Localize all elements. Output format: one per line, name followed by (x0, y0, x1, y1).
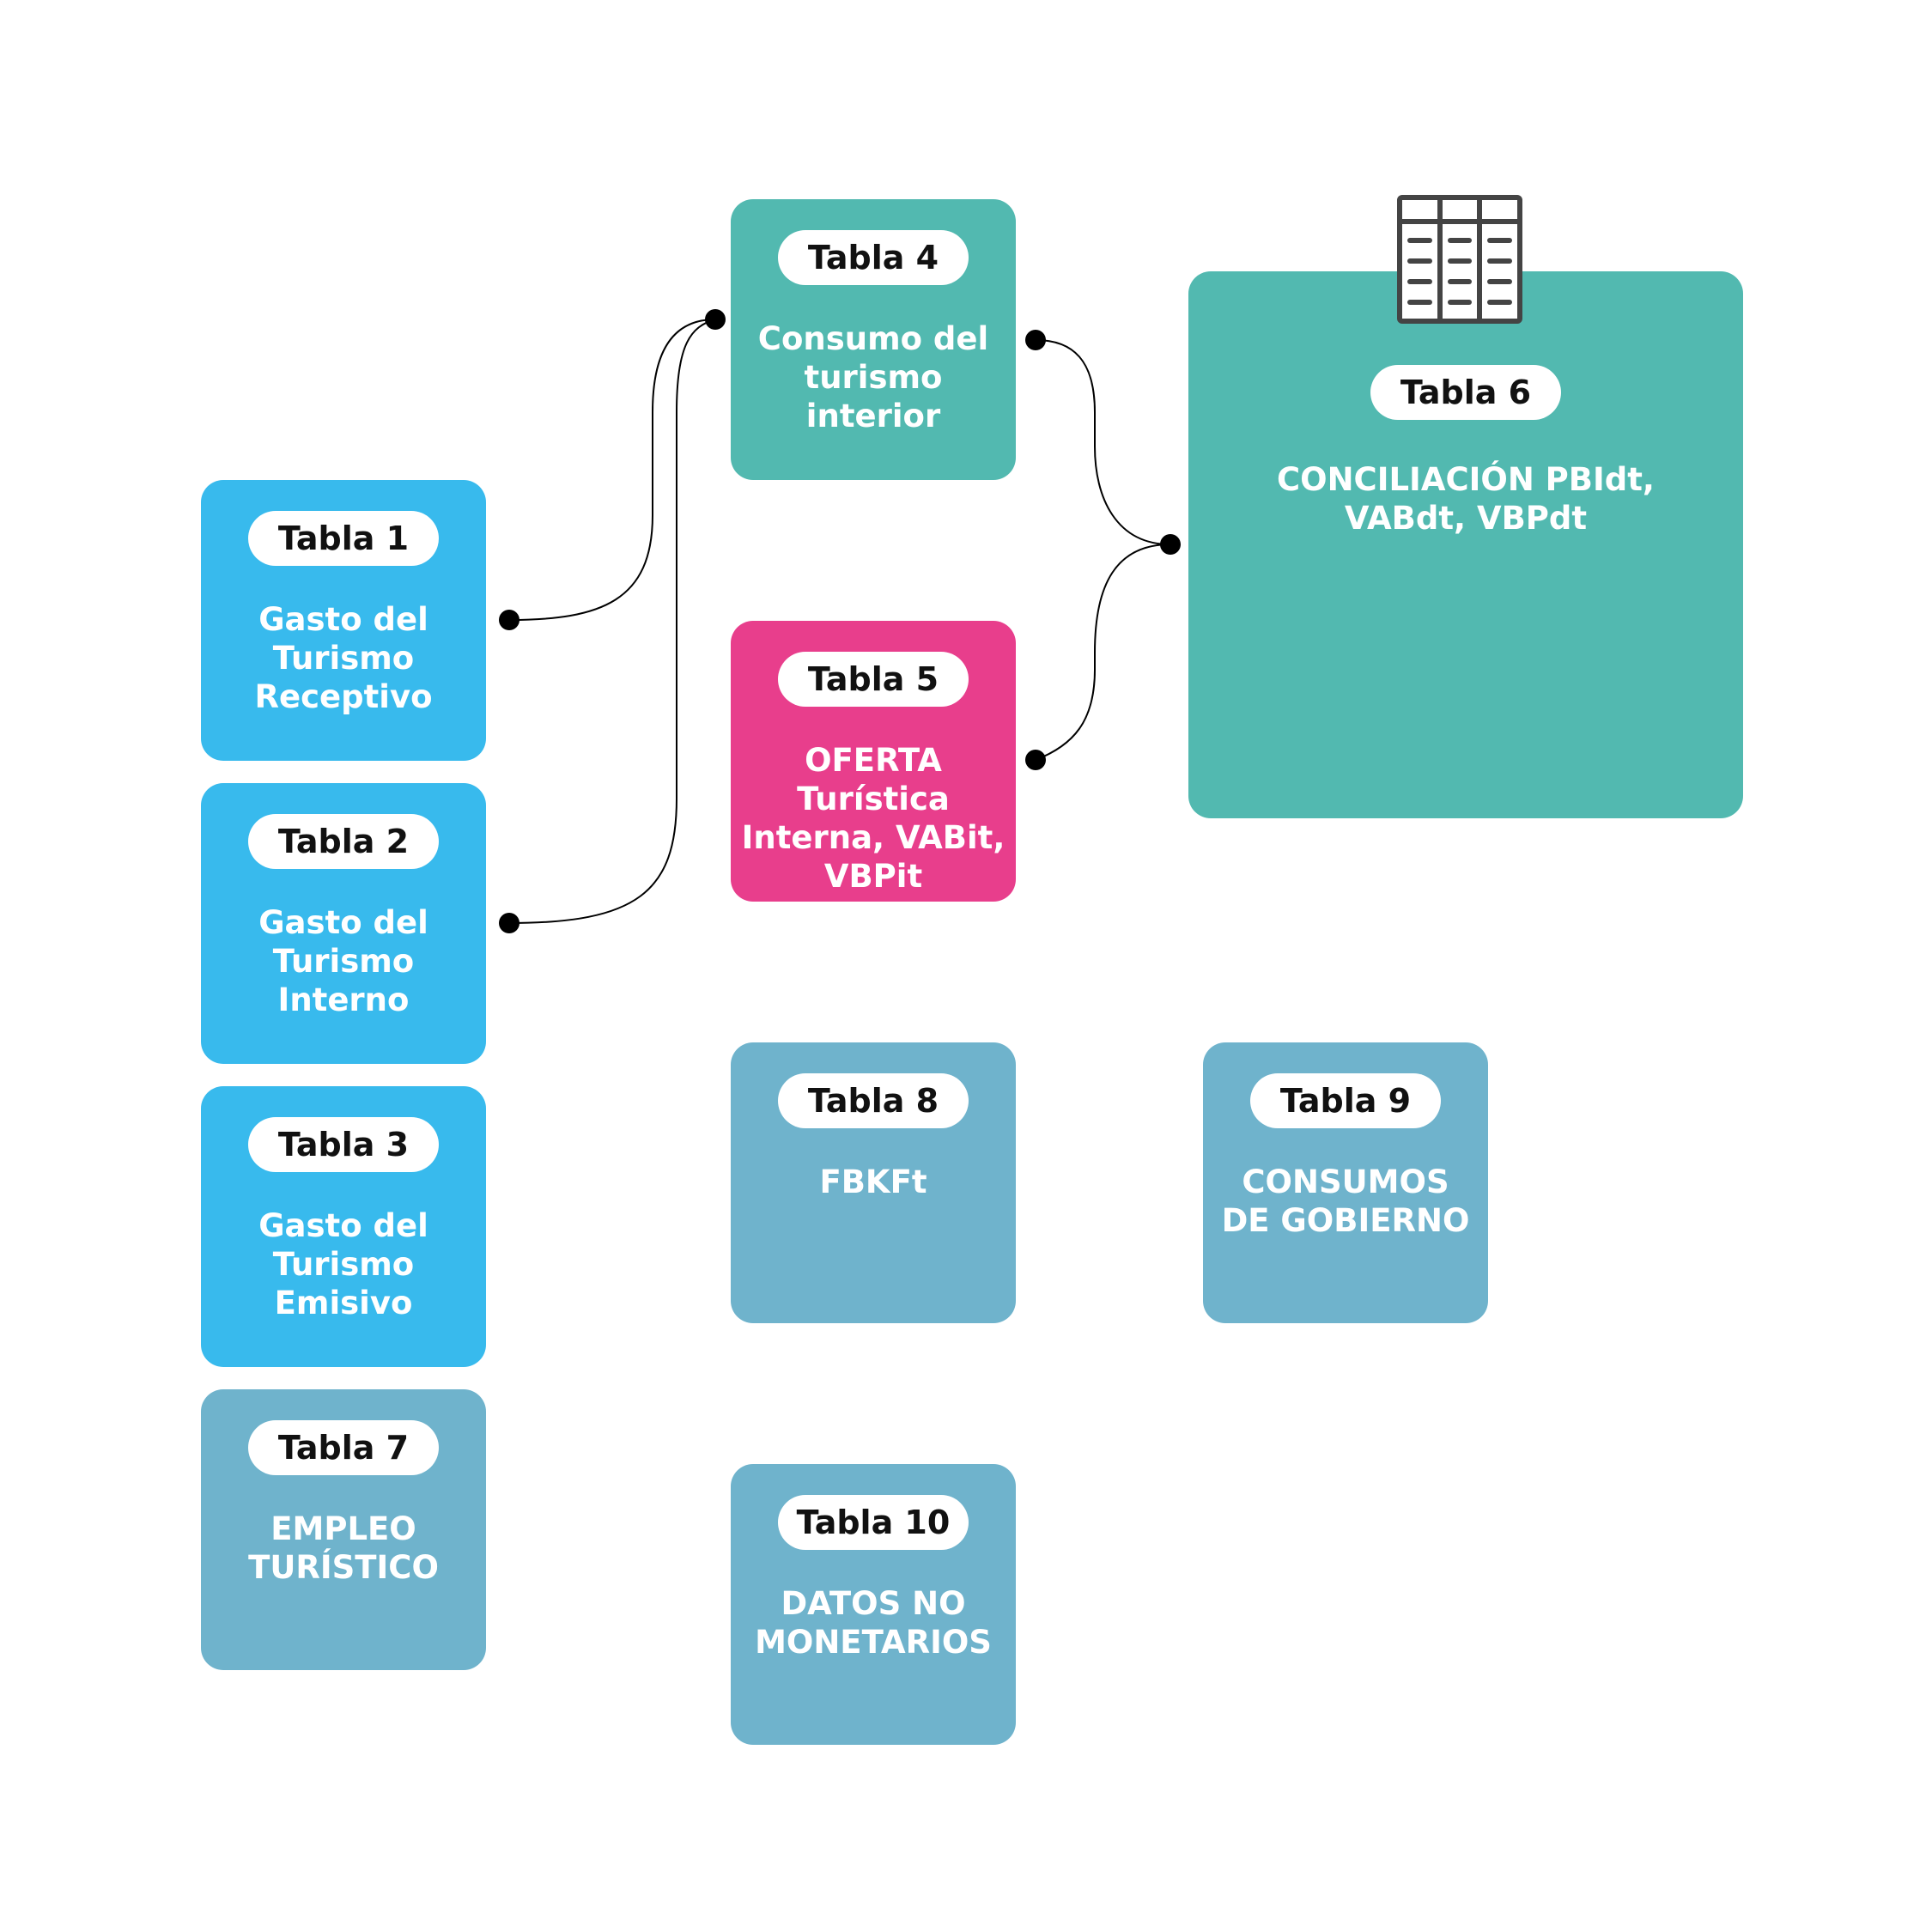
tabla-4-pill: Tabla 4 (778, 230, 969, 285)
tabla-2-box: Tabla 2 Gasto del Turismo Interno (201, 783, 486, 1064)
tabla-1-pill: Tabla 1 (248, 511, 439, 566)
tabla-7-label: EMPLEO TURÍSTICO (248, 1510, 439, 1586)
tabla-6-label: CONCILIACIÓN PBIdt, VABdt, VBPdt (1276, 461, 1655, 537)
tabla-8-box: Tabla 8 FBKFt (731, 1042, 1016, 1323)
tabla-5-box: Tabla 5 OFERTA Turística Interna, VABit,… (731, 621, 1016, 902)
connector-tabla2-tabla4 (508, 319, 716, 924)
table-grid-icon (1397, 195, 1522, 324)
tabla-10-pill: Tabla 10 (778, 1495, 969, 1550)
tabla-7-pill: Tabla 7 (248, 1420, 439, 1475)
tabla-5-pill: Tabla 5 (778, 652, 969, 707)
connector-tabla5-tabla6 (1035, 544, 1171, 761)
tabla-1-label: Gasto del Turismo Receptivo (254, 601, 433, 715)
tabla-6-pill: Tabla 6 (1370, 365, 1561, 420)
tabla-3-box: Tabla 3 Gasto del Turismo Emisivo (201, 1086, 486, 1367)
tabla-10-box: Tabla 10 DATOS NO MONETARIOS (731, 1464, 1016, 1745)
connector-dot (1160, 534, 1181, 555)
tabla-3-pill: Tabla 3 (248, 1117, 439, 1172)
connector-tabla4-tabla6 (1035, 339, 1171, 545)
tabla-3-label: Gasto del Turismo Emisivo (258, 1207, 428, 1321)
connector-dot (1025, 330, 1046, 350)
connector-dot (499, 913, 519, 933)
tabla-2-pill: Tabla 2 (248, 814, 439, 869)
tabla-9-label: CONSUMOS DE GOBIERNO (1221, 1163, 1470, 1239)
connector-tabla1-tabla4 (508, 319, 716, 621)
tabla-7-box: Tabla 7 EMPLEO TURÍSTICO (201, 1389, 486, 1670)
tabla-1-box: Tabla 1 Gasto del Turismo Receptivo (201, 480, 486, 761)
tabla-8-label: FBKFt (819, 1163, 927, 1200)
tabla-9-box: Tabla 9 CONSUMOS DE GOBIERNO (1203, 1042, 1488, 1323)
tabla-5-label: OFERTA Turística Interna, VABit, VBPit (741, 742, 1005, 895)
tabla-9-pill: Tabla 9 (1250, 1073, 1441, 1128)
tabla-4-label: Consumo del turismo interior (757, 320, 989, 434)
tabla-10-label: DATOS NO MONETARIOS (755, 1585, 992, 1661)
tabla-2-label: Gasto del Turismo Interno (258, 904, 428, 1018)
tabla-8-pill: Tabla 8 (778, 1073, 969, 1128)
tabla-6-box: Tabla 6 CONCILIACIÓN PBIdt, VABdt, VBPdt (1188, 271, 1743, 818)
connector-dot (499, 610, 519, 630)
connector-dot (705, 309, 726, 330)
tabla-4-box: Tabla 4 Consumo del turismo interior (731, 199, 1016, 480)
connector-dot (1025, 750, 1046, 770)
